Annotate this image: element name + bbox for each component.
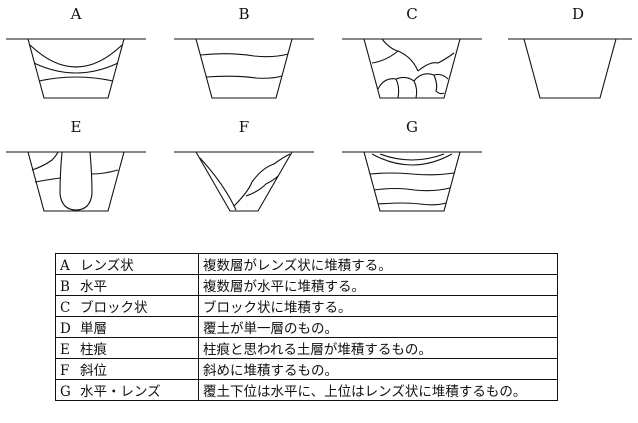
legend-type-name: 水平: [80, 279, 107, 295]
legend-type-name: 斜位: [80, 363, 107, 379]
legend-key-cell: G 水平・レンズ: [55, 379, 199, 401]
figure-d: D: [508, 5, 638, 125]
legend-type-name: ブロック状: [80, 300, 148, 316]
layer-boundary: [245, 175, 279, 197]
legend-row: A レンズ状 複数層がレンズ状に堆積する。: [55, 253, 558, 275]
legend-letter: C: [60, 300, 71, 316]
layer-boundary: [33, 62, 119, 74]
layer-boundary: [373, 187, 451, 192]
legend-key-cell: D 単層: [55, 316, 199, 338]
legend-key-cell: C ブロック状: [55, 295, 199, 317]
legend-letter: F: [60, 363, 70, 379]
legend-description: ブロック状に堆積する。: [198, 295, 558, 317]
layer-boundary: [233, 153, 291, 207]
figure-c-letter: C: [406, 5, 418, 23]
layer-boundary: [91, 169, 119, 175]
figure-a-letter: A: [70, 5, 82, 23]
legend-row: C ブロック状 ブロック状に堆積する。: [55, 295, 558, 317]
lens-boundary: [379, 153, 445, 161]
figure-g-diagram: [342, 151, 482, 212]
figure-b-diagram: [174, 38, 314, 99]
pit-outline: [195, 151, 293, 212]
figure-e-letter: E: [70, 118, 82, 136]
figure-d-letter: D: [571, 5, 585, 23]
figure-f: F: [174, 118, 324, 238]
pit-outline: [27, 38, 125, 99]
legend-key-cell: E 柱痕: [55, 337, 199, 359]
legend-description: 複数層が水平に堆積する。: [198, 274, 558, 296]
block-boundary: [395, 78, 400, 99]
legend-type-name: 柱痕: [80, 342, 107, 358]
layer-boundary: [369, 172, 455, 176]
legend-key-cell: B 水平: [55, 274, 199, 296]
layer-boundary: [34, 177, 61, 183]
figure-c-diagram: [342, 38, 482, 99]
legend-key-cell: A レンズ状: [55, 253, 199, 275]
figure-a: A: [6, 5, 156, 125]
legend-description: 斜めに堆積するもの。: [198, 358, 558, 380]
legend-type-name: レンズ状: [80, 258, 134, 274]
legend-type-name: 単層: [80, 321, 107, 337]
legend-row: G 水平・レンズ 覆土下位は水平に、上位はレンズ状に堆積するもの。: [55, 379, 558, 401]
layer-boundary: [205, 75, 283, 79]
figure-b-letter: B: [238, 5, 250, 23]
legend-letter: G: [60, 384, 71, 400]
figure-b: B: [174, 5, 324, 125]
legend-letter: E: [60, 342, 70, 358]
legend-row: E 柱痕 柱痕と思われる土層が堆積するもの。: [55, 337, 558, 359]
legend-row: D 単層 覆土が単一層のもの。: [55, 316, 558, 338]
legend-description: 柱痕と思われる土層が堆積するもの。: [198, 337, 558, 359]
block-boundary: [413, 80, 418, 99]
pit-outline: [523, 38, 617, 99]
legend-row: B 水平 複数層が水平に堆積する。: [55, 274, 558, 296]
post-trace-outline: [59, 151, 93, 211]
legend-type-name: 水平・レンズ: [80, 384, 161, 400]
figure-c: C: [342, 5, 492, 125]
figure-f-letter: F: [238, 118, 250, 136]
legend-letter: B: [60, 279, 70, 295]
figure-g-letter: G: [406, 118, 418, 136]
legend-description: 覆土下位は水平に、上位はレンズ状に堆積するもの。: [198, 379, 558, 401]
pit-outline: [363, 38, 461, 99]
layer-boundary: [29, 44, 123, 68]
figure-e-diagram: [6, 151, 146, 212]
figure-a-diagram: [6, 38, 146, 99]
legend-description: 覆土が単一層のもの。: [198, 316, 558, 338]
legend-key-cell: F 斜位: [55, 358, 199, 380]
legend-letter: A: [60, 258, 70, 274]
pit-outline: [363, 151, 461, 212]
legend-letter: D: [60, 321, 71, 337]
layer-boundary: [199, 157, 237, 211]
block-boundary: [433, 74, 445, 95]
figure-e: E: [6, 118, 156, 238]
block-boundary: [371, 50, 399, 64]
legend-description: 複数層がレンズ状に堆積する。: [198, 253, 558, 275]
figure-d-diagram: [508, 38, 632, 99]
layer-boundary: [31, 151, 59, 171]
pit-outline: [195, 38, 293, 99]
block-boundary: [417, 52, 455, 72]
figure-g: G: [342, 118, 492, 238]
layer-boundary: [38, 76, 114, 82]
block-boundary: [377, 73, 449, 90]
figure-f-diagram: [174, 151, 314, 212]
legend-row: F 斜位 斜めに堆積するもの。: [55, 358, 558, 380]
block-boundary: [381, 38, 419, 72]
pit-outline: [27, 151, 125, 212]
lens-boundary: [371, 153, 453, 166]
layer-boundary: [199, 53, 289, 58]
layer-boundary: [377, 202, 447, 206]
